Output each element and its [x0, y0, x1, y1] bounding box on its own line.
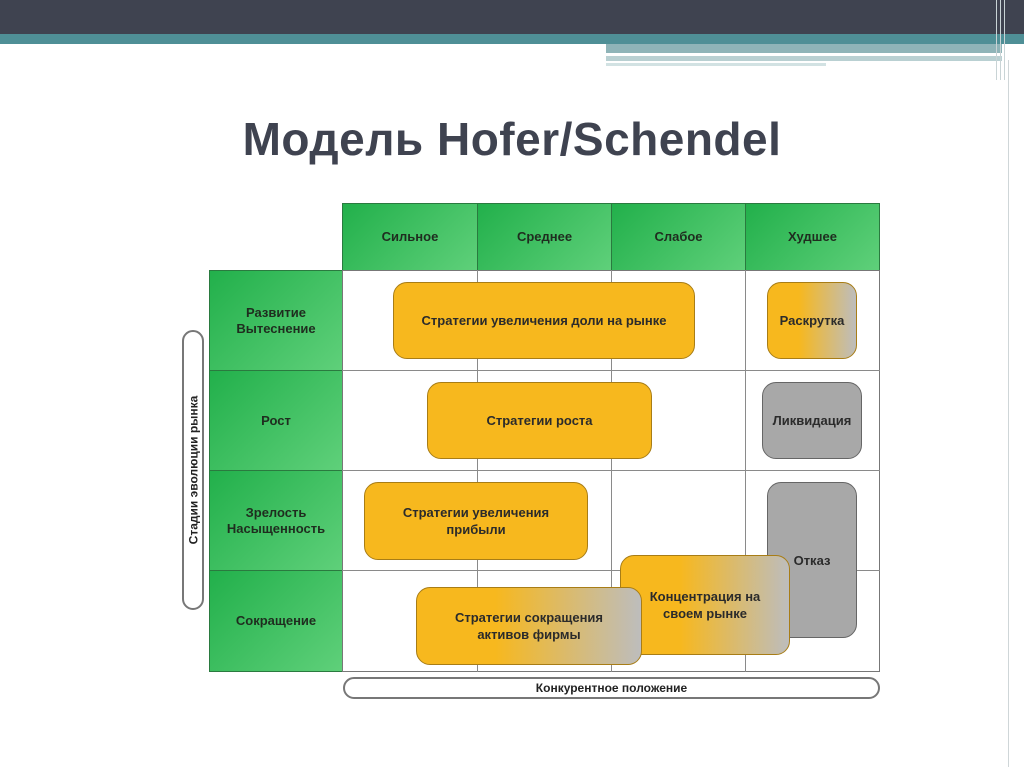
- decor-line: [1000, 0, 1001, 80]
- row-label-line: Насыщенность: [226, 520, 326, 536]
- row-label-line: Развитие: [246, 304, 306, 320]
- top-stripe: [606, 44, 1002, 53]
- slide-title: Модель Hofer/Schendel: [242, 113, 782, 165]
- strategy-label-line: активов фирмы: [477, 627, 581, 642]
- row-header-decline: Сокращение: [209, 570, 343, 672]
- strategy-reduction: Стратегии сокращения активов фирмы: [416, 587, 642, 665]
- row-label-line: Сокращение: [235, 613, 317, 628]
- strategy-label-line: Стратегии увеличения: [402, 505, 550, 520]
- strategy-label-line: Стратегии сокращения: [454, 610, 603, 625]
- strategy-label-line: Концентрация на: [649, 589, 761, 604]
- vertical-axis-frame: [182, 330, 204, 610]
- grid-line: [611, 270, 612, 672]
- row-label-line: Зрелость: [245, 504, 307, 520]
- strategy-liquidation: Ликвидация: [762, 382, 862, 459]
- grid-line: [342, 470, 880, 471]
- strategy-concentration: Концентрация на своем рынке: [620, 555, 790, 655]
- slide-divider: [1008, 60, 1009, 767]
- vertical-axis-text: Стадии эволюции рынка: [186, 395, 201, 545]
- strategy-share-growth: Стратегии увеличения доли на рынке: [393, 282, 695, 359]
- horizontal-axis-label: Конкурентное положение: [343, 677, 880, 699]
- strategy-label-line: своем рынке: [663, 606, 747, 621]
- vertical-axis-label: Стадии эволюции рынка: [182, 330, 204, 610]
- row-label-line: Вытеснение: [236, 320, 316, 336]
- grid-line: [342, 570, 880, 571]
- row-label-line: Рост: [261, 412, 291, 428]
- row-header-growth: Рост: [209, 370, 343, 471]
- strategy-growth: Стратегии роста: [427, 382, 652, 459]
- decor-line: [1004, 0, 1005, 80]
- column-header-medium: Среднее: [477, 203, 612, 271]
- strategy-promotion: Раскрутка: [767, 282, 857, 359]
- top-teal-bar: [0, 34, 1024, 44]
- grid-line: [745, 270, 746, 672]
- grid-line: [342, 370, 880, 371]
- top-stripe: [606, 56, 1002, 61]
- grid-line: [477, 270, 478, 672]
- top-stripe: [606, 63, 826, 66]
- top-dark-bar: [0, 0, 1024, 34]
- column-header-strong: Сильное: [342, 203, 478, 271]
- column-header-weak: Слабое: [611, 203, 746, 271]
- decor-line: [996, 0, 997, 80]
- strategy-label-line: прибыли: [446, 522, 506, 537]
- column-header-worst: Худшее: [745, 203, 880, 271]
- strategy-profit: Стратегии увеличения прибыли: [364, 482, 588, 560]
